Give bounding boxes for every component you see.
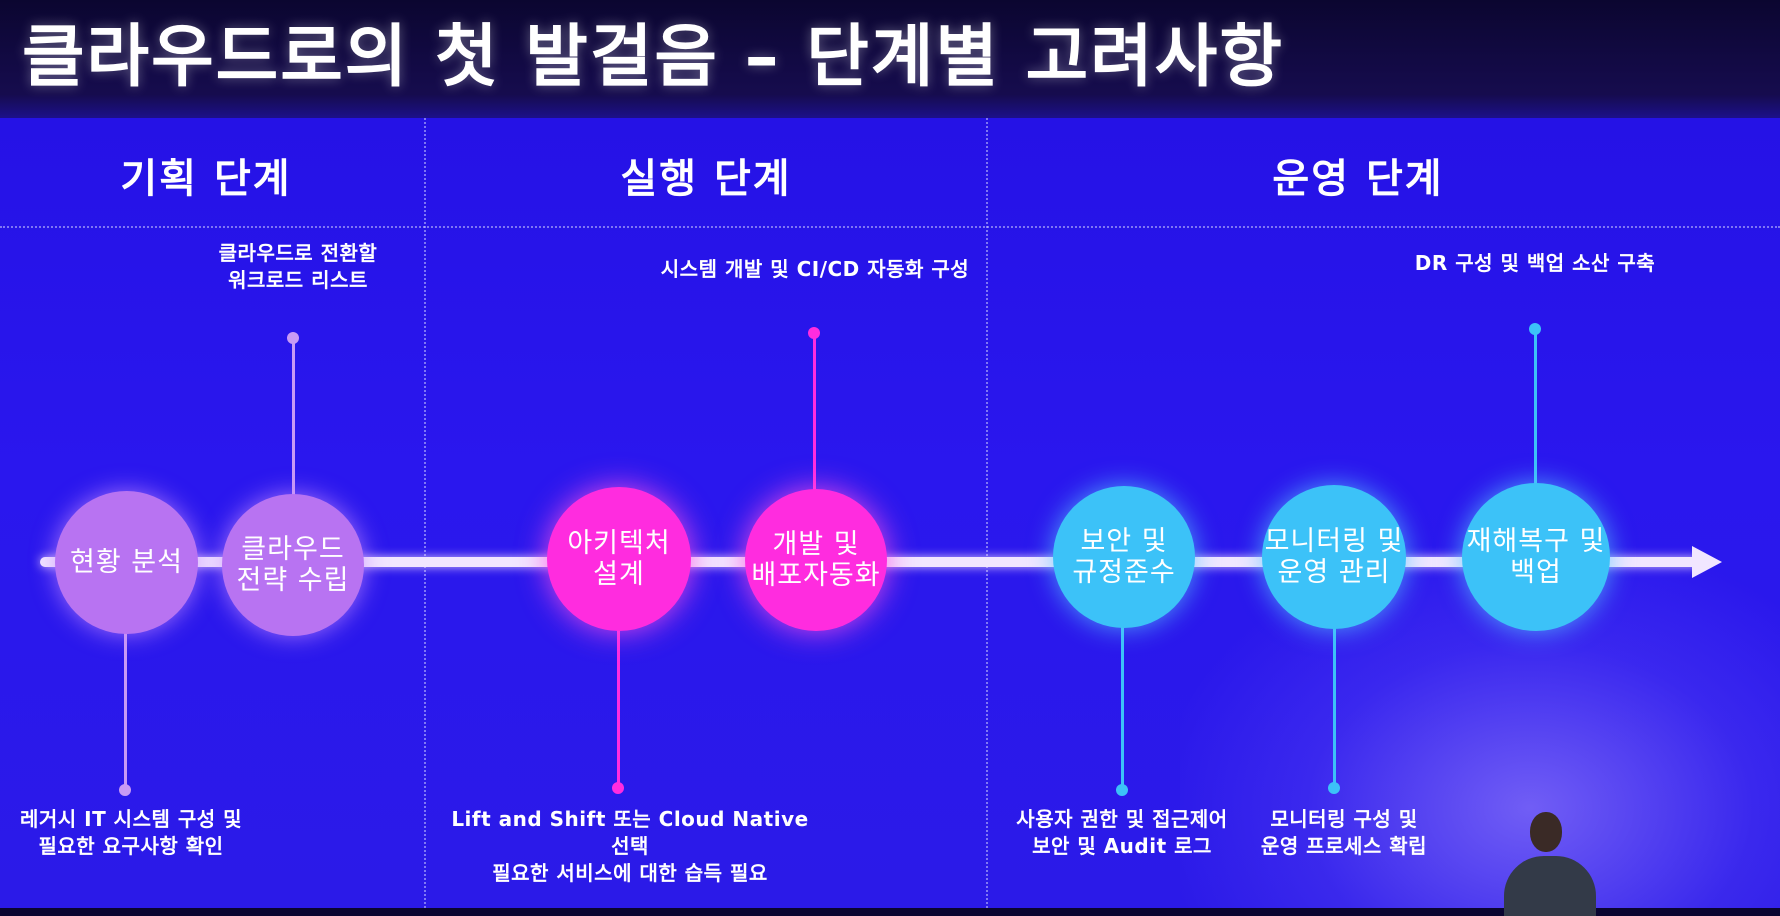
step-label: 클라우드 전략 수립 bbox=[236, 534, 350, 596]
timeline-arrow-head bbox=[1692, 546, 1722, 578]
phase-header-divider bbox=[0, 226, 1780, 228]
stem-dot-disaster-recovery bbox=[1529, 323, 1541, 335]
step-label: 현황 분석 bbox=[70, 547, 183, 578]
presenter-head bbox=[1530, 812, 1562, 852]
note-architecture: Lift and Shift 또는 Cloud Native 선택 필요한 서비… bbox=[451, 807, 809, 885]
slide-title: 클라우드로의 첫 발걸음 – 단계별 고려사항 bbox=[22, 18, 1284, 97]
stem-dot-current-analysis bbox=[119, 784, 131, 796]
step-security-compliance: 보안 및 규정준수 bbox=[1053, 486, 1195, 628]
phase-divider-1 bbox=[424, 118, 426, 908]
step-label: 아키텍처 설계 bbox=[567, 528, 671, 590]
stem-cloud-strategy bbox=[292, 340, 295, 495]
step-dev-deploy-automation: 개발 및 배포자동화 bbox=[745, 489, 887, 631]
phase-title-operation: 운영 단계 bbox=[1272, 156, 1444, 202]
stem-dot-architecture bbox=[612, 782, 624, 794]
stem-current-analysis bbox=[124, 630, 127, 788]
phase-divider-2 bbox=[986, 118, 988, 908]
step-cloud-strategy: 클라우드 전략 수립 bbox=[222, 494, 364, 636]
stem-devops bbox=[813, 334, 816, 494]
step-label: 개발 및 배포자동화 bbox=[751, 529, 881, 591]
stem-architecture bbox=[617, 630, 620, 788]
step-label: 재해복구 및 백업 bbox=[1466, 526, 1606, 588]
note-cloud-strategy: 클라우드로 전환할 워크로드 리스트 bbox=[218, 241, 378, 292]
step-label: 모니터링 및 운영 관리 bbox=[1264, 526, 1404, 588]
step-disaster-recovery-backup: 재해복구 및 백업 bbox=[1462, 483, 1610, 631]
note-current-analysis: 레거시 IT 시스템 구성 및 필요한 요구사항 확인 bbox=[19, 807, 243, 858]
presenter-body bbox=[1504, 856, 1596, 916]
stem-dot-security bbox=[1116, 784, 1128, 796]
title-band bbox=[0, 0, 1780, 118]
step-architecture-design: 아키텍처 설계 bbox=[547, 487, 691, 631]
step-label: 보안 및 규정준수 bbox=[1072, 526, 1176, 588]
stem-dot-devops bbox=[808, 327, 820, 339]
note-security: 사용자 권한 및 접근제어 보안 및 Audit 로그 bbox=[1016, 807, 1228, 858]
phase-title-execution: 실행 단계 bbox=[620, 156, 792, 202]
stem-dot-cloud-strategy bbox=[287, 332, 299, 344]
stem-security bbox=[1121, 626, 1124, 790]
note-devops: 시스템 개발 및 CI/CD 자동화 구성 bbox=[660, 257, 970, 281]
note-disaster-recovery: DR 구성 및 백업 소산 구축 bbox=[1414, 251, 1656, 275]
note-monitoring: 모니터링 구성 및 운영 프로세스 확립 bbox=[1260, 807, 1428, 858]
step-current-analysis: 현황 분석 bbox=[55, 491, 198, 634]
stem-disaster-recovery bbox=[1534, 330, 1537, 490]
presenter-figure bbox=[1500, 806, 1610, 916]
stem-monitoring bbox=[1333, 626, 1336, 788]
stem-dot-monitoring bbox=[1328, 782, 1340, 794]
step-monitoring-operations: 모니터링 및 운영 관리 bbox=[1262, 485, 1406, 629]
phase-title-planning: 기획 단계 bbox=[120, 156, 292, 202]
